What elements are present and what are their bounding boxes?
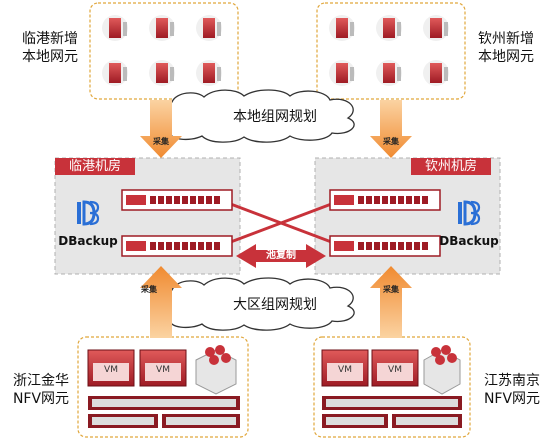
bottom-left-group-line2: NFV网元 [12,391,70,407]
dbackup-logo-right [458,200,481,226]
collect-label-bottom-left: 采集 [141,285,157,294]
vm-label-br1: VM [338,365,352,375]
bottom-right-vm-cluster [321,345,462,428]
bottom-right-group-line2: NFV网元 [483,391,541,407]
dbackup-right-label: DBackup [439,234,499,248]
collect-label-bottom-right: 采集 [383,285,399,294]
collect-arrow-top-right [370,100,412,158]
left-server-lower [121,235,233,257]
collect-arrow-bottom-left [140,266,182,338]
cloud-bottom-shape [155,277,355,331]
right-server-lower [329,235,441,257]
top-left-group-line1: 临港新增 [22,31,78,47]
right-server-upper [329,189,441,211]
vm-label-br2: VM [388,365,402,375]
collect-label-top-left: 采集 [153,137,169,146]
left-room-title: 临港机房 [55,158,135,175]
collect-label-top-right: 采集 [383,137,399,146]
pool-replication-label: 池复制 [266,250,296,261]
dbackup-logo-left [77,200,100,226]
cloud-bottom-label: 大区组网规划 [233,297,317,313]
collect-arrow-top-left [140,100,182,158]
right-room-title: 钦州机房 [411,158,491,175]
bottom-left-vm-cluster [87,345,240,428]
cloud-top-shape [155,89,355,143]
bottom-right-group-line1: 江苏南京 [484,373,540,389]
left-server-upper [121,189,233,211]
top-left-group-line2: 本地网元 [22,49,78,65]
cloud-top-label: 本地组网规划 [233,109,317,125]
top-left-server-icons [102,15,222,86]
top-right-group-line2: 本地网元 [478,49,534,65]
bottom-left-group-label: 浙江金华 NFV网元 [4,372,78,408]
top-right-group-line1: 钦州新增 [478,31,534,47]
collect-arrow-bottom-right [370,266,412,338]
dbackup-left-label: DBackup [58,234,118,248]
top-left-group-label: 临港新增 本地网元 [14,30,86,66]
top-right-group-label: 钦州新增 本地网元 [470,30,542,66]
vm-label-bl2: VM [156,365,170,375]
bottom-right-group-label: 江苏南京 NFV网元 [474,372,550,408]
bottom-left-group-line1: 浙江金华 [13,373,69,389]
vm-label-bl1: VM [104,365,118,375]
top-right-server-icons [329,15,449,86]
pool-replication-arrow [236,244,326,268]
